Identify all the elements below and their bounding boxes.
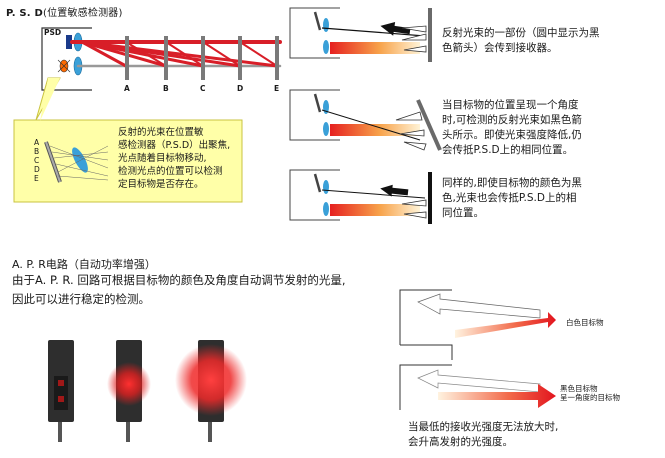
callout-line-5: 定目标物是否存在。 [118,179,204,190]
psd-title-main: P. S. D [6,8,43,19]
callout-label-e: E [34,174,39,183]
apr-body-line-1: 由于A. P. R. 回路可根据目标物的颜色及角度自动调节发射的光量, [12,273,346,287]
position-label-c: C [200,84,206,93]
case-1-diagram [289,7,432,62]
callout-label-a: A [34,138,40,147]
apr-title: A. P. R电路（自动功率增强） [12,258,156,271]
position-label-a: A [124,84,130,93]
case-2-diagram [289,89,442,151]
callout-position-labels: A B C D E [34,138,50,183]
case-2-line-1: 当目标物的位置呈现一个角度 [442,99,579,111]
apr-caption-line-2: 会升高发射的光强度。 [408,436,513,448]
emitter-led-icon [57,59,71,73]
case-3-line-1: 同样的,即使目标物的颜色为黑 [442,177,582,189]
apr-white-target-diagram [399,289,556,360]
callout-line-3: 光点随着目标物移动, [118,153,207,164]
callout-line-2: 感检测器（P.S.D）出聚焦, [118,140,231,151]
apr-caption: 当最低的接收光强度无法放大时, 会升高发射的光强度。 [408,420,658,450]
callout-label-b: B [34,147,40,156]
callout-line-4: 检测光点的位置可以检测 [118,166,223,177]
apr-body-line-2: 因此可以进行稳定的检测。 [12,292,150,306]
apr-black-target-diagram [399,364,556,410]
callout-label-c: C [34,156,40,165]
case-3-diagram [289,169,432,224]
sensor-photo-low [107,340,151,442]
psd-element-label: PSD [44,28,62,37]
psd-title: P. S. D(位置敏感检测器) [6,4,123,19]
apr-caption-line-1: 当最低的接收光强度无法放大时, [408,421,559,433]
case-3-line-3: 同位置。 [442,207,484,219]
white-target-label: 白色目标物 [566,318,604,327]
psd-title-sub: (位置敏感检测器) [42,8,123,19]
callout-label-d: D [34,165,40,174]
position-label-e: E [274,84,280,93]
psd-callout [13,77,243,203]
case-2-line-2: 时,可检测的反射光束如黑色箭 [442,114,582,126]
case-1-line-1: 反射光束的一部份（圆中显示为黑 [442,27,600,39]
case-1-text: 反射光束的一部份（圆中显示为黑 色箭头）会传到接收器。 [442,26,662,56]
sensor-photo-off [48,340,74,442]
psd-target-plates [125,36,279,80]
apr-body: 由于A. P. R. 回路可根据目标物的颜色及角度自动调节发射的光量, 因此可以… [12,271,392,309]
position-label-b: B [163,84,169,93]
case-3-line-2: 色,光束也会传抵P.S.D上的相 [442,192,577,204]
black-target-label-line-1: 黑色目标物 [560,384,598,393]
black-target-label-line-2: 呈一角度的目标物 [560,393,620,402]
callout-line-1: 反射的光束在位置敏 [118,127,204,138]
case-1-line-2: 色箭头）会传到接收器。 [442,42,558,54]
psd-callout-text: 反射的光束在位置敏 感检测器（P.S.D）出聚焦, 光点随着目标物移动, 检测光… [118,126,238,191]
position-label-d: D [237,84,244,93]
case-2-line-4: 会传抵P.S.D上的相同位置。 [442,144,574,156]
case-2-text: 当目标物的位置呈现一个角度 时,可检测的反射光束如黑色箭 头所示。即使光束强度降… [442,98,662,158]
sensor-photo-high [175,340,247,442]
case-3-text: 同样的,即使目标物的颜色为黑 色,光束也会传抵P.S.D上的相 同位置。 [442,176,662,221]
case-2-line-3: 头所示。即使光束强度降低,仍 [442,129,582,141]
black-target-label: 黑色目标物 呈一角度的目标物 [560,384,620,402]
psd-beams [70,40,282,68]
